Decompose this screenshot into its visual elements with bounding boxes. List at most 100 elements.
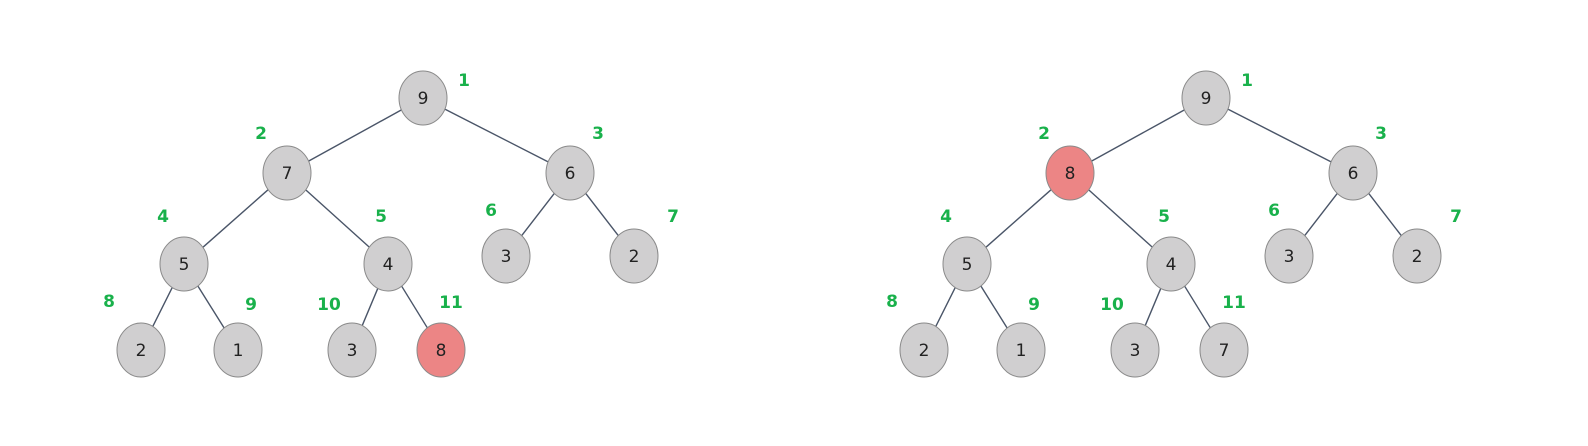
- tree-edge: [305, 189, 370, 248]
- tree-edge: [361, 288, 379, 326]
- node-circle: [1264, 228, 1314, 284]
- node-value: 5: [962, 255, 973, 275]
- node-value: 1: [1016, 341, 1027, 361]
- node-index-label: 1: [1241, 71, 1253, 91]
- node-index-label: 3: [592, 124, 604, 144]
- node-index-label: 7: [667, 207, 679, 227]
- node-circle: [1199, 322, 1249, 378]
- heap-node: 4: [1146, 236, 1196, 292]
- heap-node: 2: [1392, 228, 1442, 284]
- node-circle: [159, 236, 209, 292]
- heap-node: 6: [545, 145, 595, 201]
- heap-node: 7: [262, 145, 312, 201]
- node-index-label: 11: [1222, 293, 1246, 313]
- tree-edge: [985, 189, 1052, 248]
- node-value: 3: [1130, 341, 1141, 361]
- node-index-label: 5: [375, 207, 387, 227]
- node-index-label: 9: [1028, 295, 1040, 315]
- node-circle: [1392, 228, 1442, 284]
- node-value: 4: [1166, 255, 1177, 275]
- node-circle: [327, 322, 377, 378]
- tree-edge: [202, 189, 269, 248]
- node-value: 9: [1201, 89, 1212, 109]
- heap-node: 3: [481, 228, 531, 284]
- tree-edge: [152, 287, 173, 327]
- node-circle: [1181, 70, 1231, 126]
- heap-node: 4: [363, 236, 413, 292]
- heap-node: 5: [942, 236, 992, 292]
- node-index-label: 5: [1158, 207, 1170, 227]
- tree-edge: [1368, 192, 1402, 237]
- heap-node: 9: [1181, 70, 1231, 126]
- node-value: 9: [418, 89, 429, 109]
- heap-node: 7: [1199, 322, 1249, 378]
- heap-node: 3: [327, 322, 377, 378]
- heap-node: 3: [1264, 228, 1314, 284]
- node-circle: [1146, 236, 1196, 292]
- node-index-label: 8: [103, 292, 115, 312]
- tree-edge: [444, 108, 549, 163]
- heap-node: 6: [1328, 145, 1378, 201]
- tree-edge: [1227, 108, 1332, 163]
- node-circle: [1110, 322, 1160, 378]
- node-circle: [213, 322, 263, 378]
- node-value: 2: [136, 341, 147, 361]
- node-value: 1: [233, 341, 244, 361]
- tree-edge: [1184, 285, 1211, 329]
- tree-edge: [935, 287, 956, 327]
- heap-node: 1: [996, 322, 1046, 378]
- node-index-label: 4: [157, 207, 169, 227]
- node-index-label: 6: [1268, 201, 1280, 221]
- node-value: 2: [919, 341, 930, 361]
- node-value: 8: [436, 341, 447, 361]
- node-circle: [262, 145, 312, 201]
- tree-edge: [521, 192, 555, 237]
- node-circle: [609, 228, 659, 284]
- heap-node: 2: [899, 322, 949, 378]
- tree-edge: [1304, 192, 1338, 237]
- highlighted-node-circle: [1045, 145, 1095, 201]
- tree-edge: [308, 109, 402, 162]
- heap-node: 3: [1110, 322, 1160, 378]
- node-circle: [116, 322, 166, 378]
- tree-edge: [401, 285, 428, 329]
- tree-edge: [980, 285, 1008, 329]
- node-index-label: 3: [1375, 124, 1387, 144]
- node-value: 8: [1065, 164, 1076, 184]
- heap-node: 9: [398, 70, 448, 126]
- node-index-label: 8: [886, 292, 898, 312]
- heap-node: 8: [1045, 145, 1095, 201]
- node-index-label: 1: [458, 71, 470, 91]
- node-index-label: 6: [485, 201, 497, 221]
- tree-edge: [585, 192, 619, 237]
- node-value: 6: [565, 164, 576, 184]
- node-value: 7: [282, 164, 293, 184]
- node-circle: [545, 145, 595, 201]
- tree-edge: [1088, 189, 1153, 248]
- node-index-label: 7: [1450, 207, 1462, 227]
- node-value: 5: [179, 255, 190, 275]
- tree-edges: [152, 108, 619, 329]
- node-index-label: 9: [245, 295, 257, 315]
- node-circle: [363, 236, 413, 292]
- node-circle: [398, 70, 448, 126]
- node-value: 3: [1284, 247, 1295, 267]
- node-value: 6: [1348, 164, 1359, 184]
- tree-edge: [197, 285, 225, 329]
- tree-edge: [1144, 288, 1162, 326]
- node-circle: [899, 322, 949, 378]
- node-value: 2: [629, 247, 640, 267]
- node-value: 4: [383, 255, 394, 275]
- node-value: 3: [347, 341, 358, 361]
- heap-node: 2: [609, 228, 659, 284]
- node-circle: [481, 228, 531, 284]
- node-index-label: 10: [1100, 295, 1124, 315]
- node-value: 3: [501, 247, 512, 267]
- node-index-label: 2: [255, 124, 267, 144]
- node-circle: [1328, 145, 1378, 201]
- node-circle: [996, 322, 1046, 378]
